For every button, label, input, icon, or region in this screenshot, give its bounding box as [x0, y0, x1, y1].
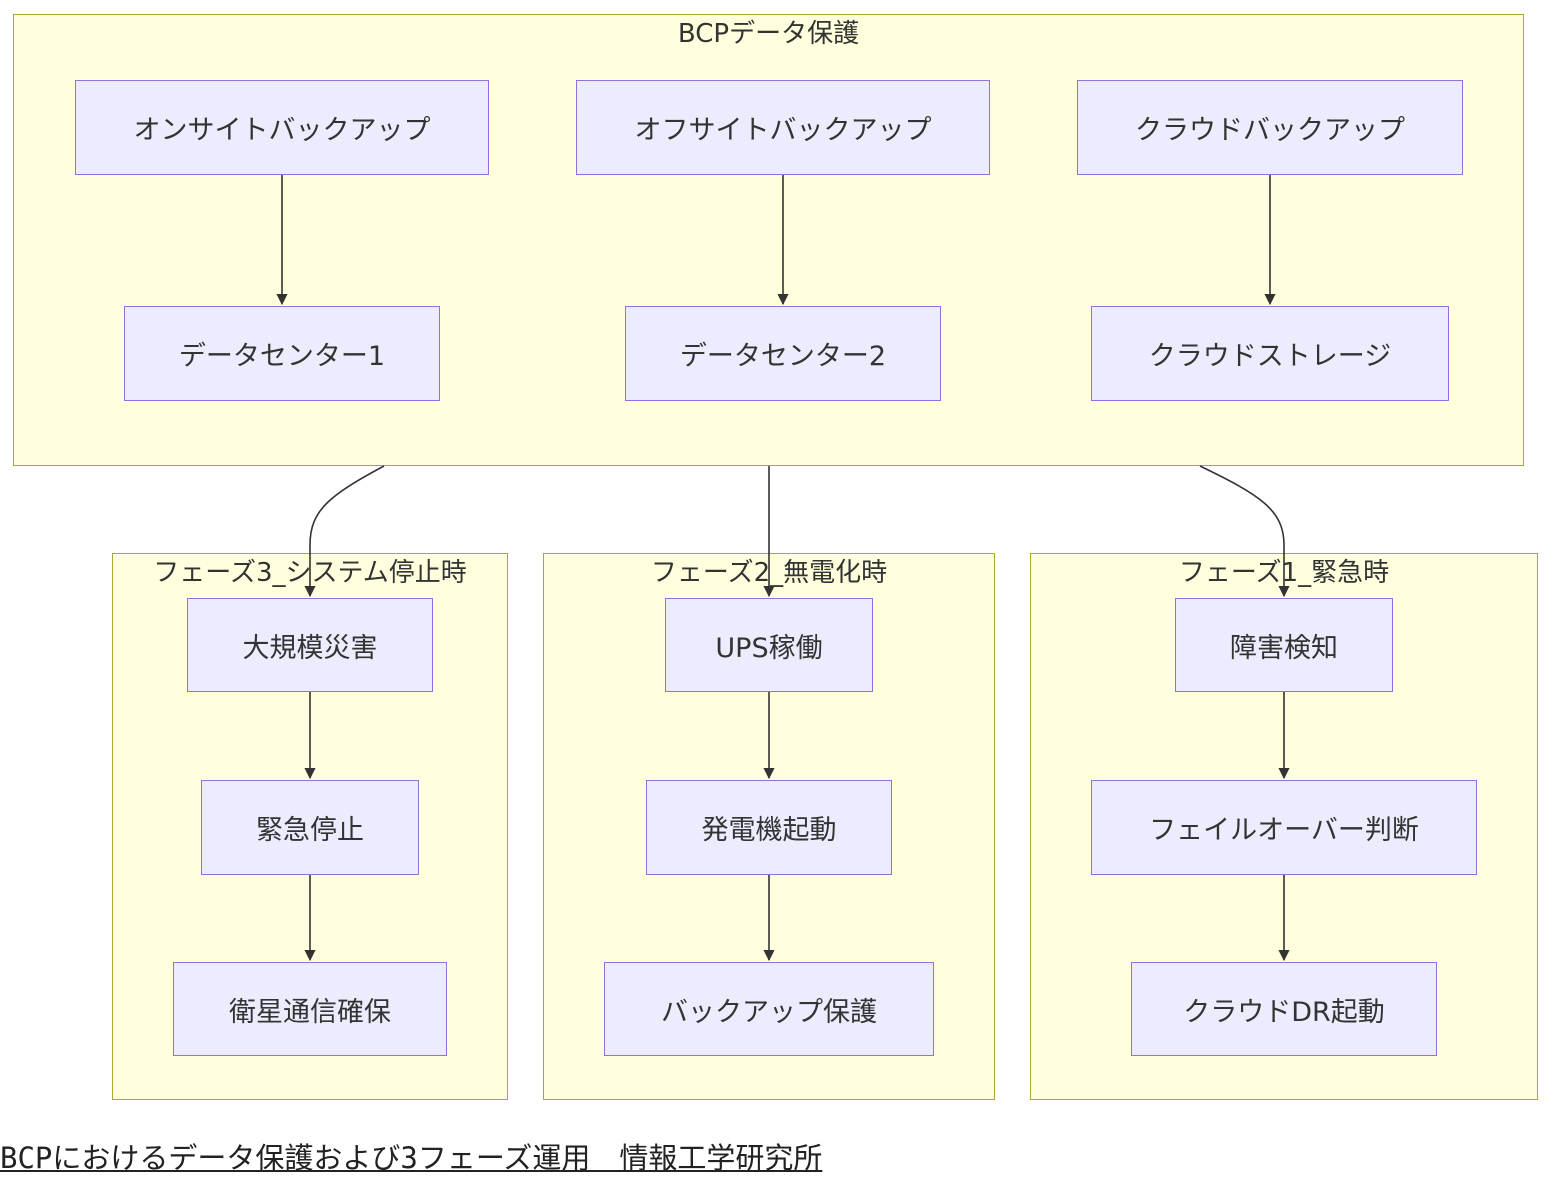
cluster-label-phase2: フェーズ2_無電化時: [650, 558, 888, 588]
cluster-label-phase1: フェーズ1_緊急時: [1178, 558, 1390, 588]
node-ups-operation[interactable]: UPS稼働: [665, 598, 873, 692]
node-fault-detection[interactable]: 障害検知: [1175, 598, 1393, 692]
node-large-scale-disaster[interactable]: 大規模災害: [187, 598, 433, 692]
node-onsite-backup[interactable]: オンサイトバックアップ: [75, 80, 489, 175]
node-datacenter-1[interactable]: データセンター1: [124, 306, 440, 401]
node-cloud-dr-start[interactable]: クラウドDR起動: [1131, 962, 1437, 1056]
node-generator-start[interactable]: 発電機起動: [646, 780, 892, 875]
cluster-label-phase3: フェーズ3_システム停止時: [153, 558, 467, 588]
node-satellite-communication[interactable]: 衛星通信確保: [173, 962, 447, 1056]
node-backup-protection[interactable]: バックアップ保護: [604, 962, 934, 1056]
node-datacenter-2[interactable]: データセンター2: [625, 306, 941, 401]
node-cloud-storage[interactable]: クラウドストレージ: [1091, 306, 1449, 401]
node-emergency-stop[interactable]: 緊急停止: [201, 780, 419, 875]
diagram-caption: BCPにおけるデータ保護および3フェーズ運用 情報工学研究所: [0, 1141, 823, 1175]
node-failover-decision[interactable]: フェイルオーバー判断: [1091, 780, 1477, 875]
cluster-label-bcp: BCPデータ保護: [677, 19, 860, 49]
node-cloud-backup[interactable]: クラウドバックアップ: [1077, 80, 1463, 175]
node-offsite-backup[interactable]: オフサイトバックアップ: [576, 80, 990, 175]
